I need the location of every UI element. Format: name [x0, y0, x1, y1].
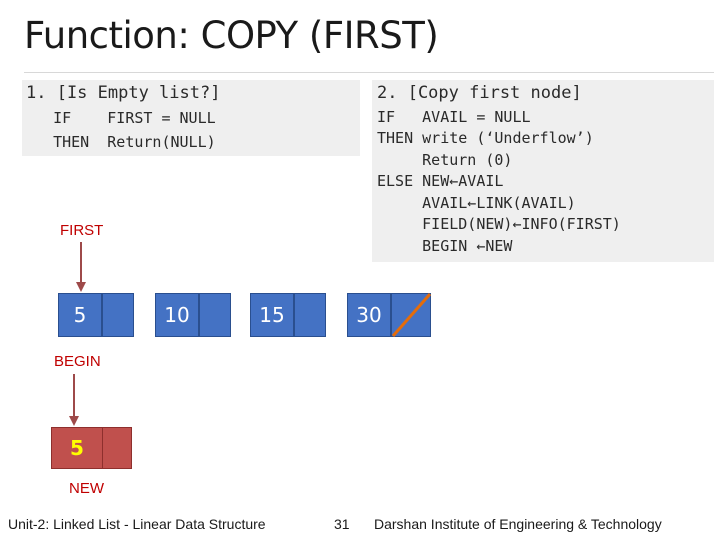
list-node-info: 5: [58, 293, 102, 337]
footer-unit-title: Unit-2: Linked List - Linear Data Struct…: [8, 516, 266, 532]
list-node-info: 30: [347, 293, 391, 337]
new-node-info: 5: [51, 427, 103, 469]
step2-heading: 2. [Copy first node]: [377, 83, 582, 103]
step2-code-box: 2. [Copy first node] IF AVAIL = NULL THE…: [372, 80, 714, 262]
footer-page-number: 31: [334, 516, 350, 532]
step1-line-2: THEN Return(NULL): [26, 133, 216, 151]
step2-line-2: THEN write (‘Underflow’): [377, 129, 594, 147]
step2-line-3: Return (0): [377, 151, 513, 169]
new-pointer-label: NEW: [69, 480, 104, 497]
step1-line-1: IF FIRST = NULL: [26, 109, 216, 127]
list-node-info: 15: [250, 293, 294, 337]
list-node-info: 10: [155, 293, 199, 337]
step2-line-4: ELSE NEW←AVAIL: [377, 172, 504, 190]
step2-line-7: BEGIN ←NEW: [377, 237, 513, 255]
step1-code-box: 1. [Is Empty list?] IF FIRST = NULL THEN…: [22, 80, 360, 156]
list-node-link: [199, 293, 231, 337]
list-node-link: [102, 293, 134, 337]
slide-title: Function: COPY (FIRST): [24, 14, 439, 57]
footer-institute: Darshan Institute of Engineering & Techn…: [374, 516, 662, 532]
title-divider: [24, 72, 714, 73]
step2-line-1: IF AVAIL = NULL: [377, 108, 531, 126]
step2-line-6: FIELD(NEW)←INFO(FIRST): [377, 215, 621, 233]
list-node-link: [294, 293, 326, 337]
slide-footer: Unit-2: Linked List - Linear Data Struct…: [0, 510, 720, 540]
step2-line-5: AVAIL←LINK(AVAIL): [377, 194, 576, 212]
list-node-link-null: [391, 293, 431, 337]
new-node-link: [102, 427, 132, 469]
first-pointer-label: FIRST: [60, 222, 104, 239]
begin-pointer-label: BEGIN: [54, 353, 101, 370]
step1-heading: 1. [Is Empty list?]: [26, 83, 221, 103]
